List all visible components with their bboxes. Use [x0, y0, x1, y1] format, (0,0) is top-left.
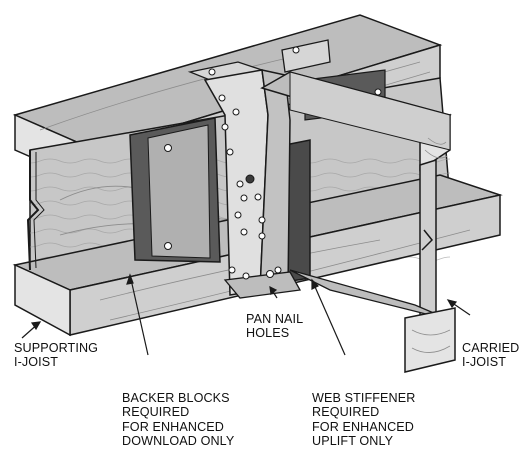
label-line: REQUIRED	[122, 405, 190, 420]
label-line: SUPPORTING	[14, 341, 99, 355]
label-line: WEB STIFFENER	[312, 391, 416, 405]
label-line: FOR ENHANCED	[312, 419, 414, 434]
label-backer-blocks: BACKER BLOCKS REQUIRED FOR ENHANCED DOWN…	[122, 391, 234, 449]
label-supporting-i-joist: SUPPORTING I-JOIST	[14, 341, 98, 370]
label-pan-nail-holes: PAN NAIL HOLES	[246, 312, 303, 341]
label-line: BACKER BLOCKS	[122, 391, 230, 405]
break-line-left	[26, 150, 45, 271]
label-line: CARRIED	[462, 341, 520, 355]
label-line: I-JOIST	[14, 355, 59, 370]
backer-block	[129, 117, 221, 263]
leader-lines	[21, 273, 471, 356]
joist-hanger	[187, 39, 331, 299]
carried-joist-bottom-flange	[289, 269, 456, 373]
label-line: UPLIFT ONLY	[312, 434, 394, 449]
label-line: REQUIRED	[312, 405, 380, 420]
label-carried-i-joist: CARRIED I-JOIST	[462, 341, 519, 370]
label-line: HOLES	[246, 326, 290, 341]
label-web-stiffener: WEB STIFFENER REQUIRED FOR ENHANCED UPLI…	[312, 391, 415, 449]
label-line: FOR ENHANCED	[122, 419, 224, 434]
label-line: PAN NAIL	[246, 312, 304, 326]
label-line: I-JOIST	[462, 355, 507, 370]
label-line: DOWNLOAD ONLY	[122, 434, 235, 449]
carried-joist-top-flange	[260, 71, 452, 172]
